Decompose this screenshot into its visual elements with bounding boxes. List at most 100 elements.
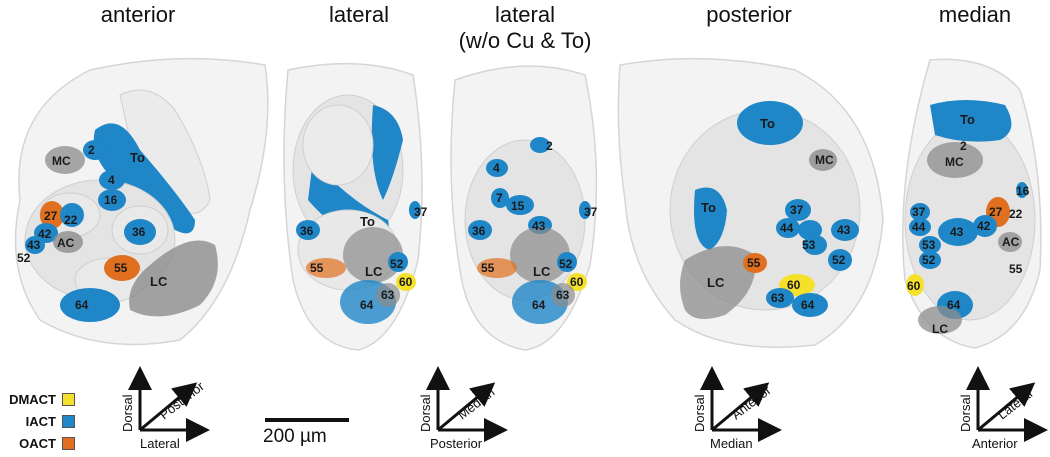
median-label-2: 2 xyxy=(960,139,967,153)
median-label-ac: AC xyxy=(1002,235,1020,249)
posterior-label-37: 37 xyxy=(790,203,804,217)
median-label-53: 53 xyxy=(922,238,936,252)
panel-lateral-wo: 2 4 7 15 43 37 36 55 LC 52 60 64 63 xyxy=(445,50,610,360)
axes-2-svg: Dorsal Median Posterior xyxy=(418,366,508,451)
median-label-44: 44 xyxy=(912,220,926,234)
lateral-label-36: 36 xyxy=(300,224,314,238)
median-render: To 2 MC 16 37 27 22 44 43 42 53 AC 52 55… xyxy=(902,58,1042,349)
lateral-wo-render: 2 4 7 15 43 37 36 55 LC 52 60 64 63 xyxy=(450,65,598,351)
orientation-axes-1: Dorsal Posterior Lateral xyxy=(118,366,228,452)
lateral-wo-label-63: 63 xyxy=(556,288,570,302)
panel-anterior: MC 2 To 4 16 27 22 42 AC 43 52 36 55 LC … xyxy=(0,50,280,360)
lateral-label-63: 63 xyxy=(381,288,395,302)
lateral-wo-label-52: 52 xyxy=(559,257,573,271)
posterior-label-to-2: To xyxy=(701,200,716,215)
lateral-render: To 37 36 55 LC 52 60 64 63 xyxy=(283,62,428,351)
anterior-label-ac: AC xyxy=(57,236,75,250)
anterior-label-27: 27 xyxy=(44,209,58,223)
lateral-wo-label-36: 36 xyxy=(472,224,486,238)
legend-swatch-iact xyxy=(62,414,75,428)
legend-row-dmact: DMACT xyxy=(8,388,75,410)
median-label-16: 16 xyxy=(1016,184,1030,198)
legend-row-iact: IACT xyxy=(8,410,75,432)
axes-2-up-label: Dorsal xyxy=(418,394,433,432)
lateral-wo-label-55: 55 xyxy=(481,261,495,275)
legend-row-oact: OACT xyxy=(8,432,75,454)
anterior-label-22: 22 xyxy=(64,213,78,227)
median-label-mc: MC xyxy=(945,155,964,169)
legend-label-oact: OACT xyxy=(19,435,56,451)
anterior-label-43: 43 xyxy=(27,238,41,252)
lateral-label-to: To xyxy=(360,214,375,229)
view-title-lateral-wo: lateral (w/o Cu & To) xyxy=(440,2,610,54)
axes-1-up-label: Dorsal xyxy=(120,394,135,432)
anterior-label-16: 16 xyxy=(104,193,118,207)
anterior-render: MC 2 To 4 16 27 22 42 AC 43 52 36 55 LC … xyxy=(14,57,269,346)
lateral-wo-label-15: 15 xyxy=(511,199,525,213)
lateral-label-37: 37 xyxy=(414,205,428,219)
anterior-label-52: 52 xyxy=(17,251,31,265)
median-label-43: 43 xyxy=(950,225,964,239)
lateral-wo-label-37: 37 xyxy=(584,205,598,219)
lateral-wo-label-43: 43 xyxy=(532,219,546,233)
posterior-render: To MC To 37 44 43 53 52 LC 55 60 63 64 xyxy=(617,57,884,348)
posterior-label-44: 44 xyxy=(780,221,794,235)
lateral-label-64: 64 xyxy=(360,298,374,312)
view-title-median: median xyxy=(938,2,1012,27)
legend-swatch-oact xyxy=(62,436,75,450)
posterior-label-lc: LC xyxy=(707,275,725,290)
view-title-lateral-wo-line2: (w/o Cu & To) xyxy=(458,28,592,53)
anterior-label-lc: LC xyxy=(150,274,168,289)
axes-4-diag-label: Lateral xyxy=(995,386,1036,422)
view-title-lateral-wo-line1: lateral xyxy=(495,2,555,27)
median-label-lc: LC xyxy=(932,322,948,336)
median-label-55: 55 xyxy=(1009,262,1023,276)
axes-4-right-label: Anterior xyxy=(972,436,1018,451)
anterior-label-2: 2 xyxy=(88,143,95,157)
panel-posterior: To MC To 37 44 43 53 52 LC 55 60 63 64 xyxy=(615,50,890,360)
anterior-label-64: 64 xyxy=(75,298,89,312)
posterior-label-52: 52 xyxy=(832,253,846,267)
anterior-label-36: 36 xyxy=(132,225,146,239)
lateral-wo-label-7: 7 xyxy=(496,191,503,205)
axes-3-svg: Dorsal Anterior Median xyxy=(692,366,782,451)
axes-1-diag-label: Posterior xyxy=(157,378,208,422)
median-label-to: To xyxy=(960,112,975,127)
axes-4-svg: Dorsal Lateral Anterior xyxy=(958,366,1048,451)
axes-2-right-label: Posterior xyxy=(430,436,483,451)
view-title-lateral: lateral xyxy=(329,2,389,27)
legend-label-dmact: DMACT xyxy=(9,391,56,407)
lateral-label-55: 55 xyxy=(310,261,324,275)
panel-median: To 2 MC 16 37 27 22 44 43 42 53 AC 52 55… xyxy=(890,50,1050,360)
posterior-label-60: 60 xyxy=(787,278,801,292)
orientation-axes-2: Dorsal Median Posterior xyxy=(416,366,526,452)
posterior-label-to-1: To xyxy=(760,116,775,131)
median-label-37: 37 xyxy=(912,205,926,219)
lateral-wo-label-4: 4 xyxy=(493,161,500,175)
lateral-wo-label-lc: LC xyxy=(533,264,551,279)
axes-1-svg: Dorsal Posterior Lateral xyxy=(120,366,210,451)
orientation-axes-3: Dorsal Anterior Median xyxy=(690,366,800,452)
legend-label-iact: IACT xyxy=(25,413,56,429)
anterior-label-55: 55 xyxy=(114,261,128,275)
anterior-label-to: To xyxy=(130,150,145,165)
orientation-axes-4: Dorsal Lateral Anterior xyxy=(956,366,1050,452)
lateral-wo-label-64: 64 xyxy=(532,298,546,312)
axes-3-right-label: Median xyxy=(710,436,753,451)
posterior-label-43: 43 xyxy=(837,223,851,237)
lateral-label-52: 52 xyxy=(390,257,404,271)
lateral-label-lc: LC xyxy=(365,264,383,279)
posterior-label-55: 55 xyxy=(747,256,761,270)
lateral-wo-label-60: 60 xyxy=(570,275,584,289)
median-label-64: 64 xyxy=(947,298,961,312)
median-label-27: 27 xyxy=(989,205,1003,219)
panel-lateral: To 37 36 55 LC 52 60 64 63 xyxy=(278,50,438,360)
scale-bar xyxy=(265,418,349,422)
posterior-label-mc: MC xyxy=(815,153,834,167)
color-legend: DMACT IACT OACT xyxy=(8,388,75,454)
anterior-label-4: 4 xyxy=(108,173,115,187)
view-title-posterior: posterior xyxy=(706,2,792,27)
median-label-60: 60 xyxy=(907,279,921,293)
view-title-anterior: anterior xyxy=(100,2,176,27)
median-label-22: 22 xyxy=(1009,207,1023,221)
